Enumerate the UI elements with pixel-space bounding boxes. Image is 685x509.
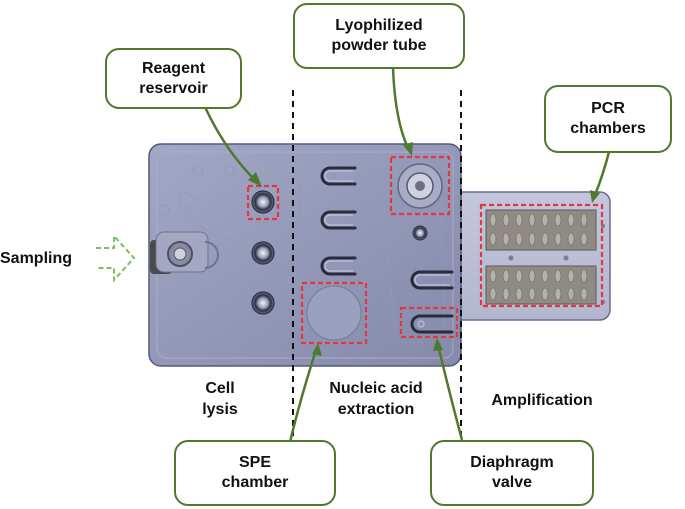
highlight-pcr-chambers [479, 203, 604, 308]
callout-spe-chamber: SPE chamber [174, 440, 336, 506]
label-amplification: Amplification [491, 392, 593, 409]
label-sampling: Sampling [0, 250, 73, 267]
reservoir-holes [251, 190, 275, 315]
leader-valve [436, 344, 464, 441]
callout-lyophilized-powder-tube: Lyophilized powder tube [293, 3, 465, 69]
callout-leaders [203, 67, 611, 443]
lyophilized-tube-shape [397, 163, 443, 209]
pcr-wells-bottom [489, 269, 588, 301]
leader-lyophilized [391, 67, 410, 149]
callout-reagent-reservoir: Reagent reservoir [105, 48, 242, 109]
section-dividers [292, 90, 462, 436]
highlight-diaphragm-valve [399, 306, 459, 339]
leader-pcr [593, 151, 611, 196]
highlight-boxes [246, 155, 604, 345]
highlight-lyophilized-tube [389, 155, 451, 216]
sampling-port [150, 231, 219, 274]
callout-diaphragm-valve: Diaphragm valve [430, 440, 594, 506]
label-nucleic-acid-extraction: Nucleic acid extraction [329, 380, 423, 418]
leader-reagent [203, 106, 256, 181]
pcr-wells-top [489, 213, 588, 246]
pcr-chamber-block-top [485, 209, 597, 251]
sampling-arrow [96, 233, 136, 283]
extraction-channels [320, 166, 454, 334]
label-cell-lysis: Cell lysis [202, 380, 238, 418]
highlight-spe-chamber [300, 281, 368, 345]
callout-pcr-chambers: PCR chambers [544, 85, 672, 153]
pcr-chamber-block-bottom [485, 265, 597, 305]
spe-chamber-shape [306, 285, 362, 341]
leader-spe [288, 349, 318, 443]
